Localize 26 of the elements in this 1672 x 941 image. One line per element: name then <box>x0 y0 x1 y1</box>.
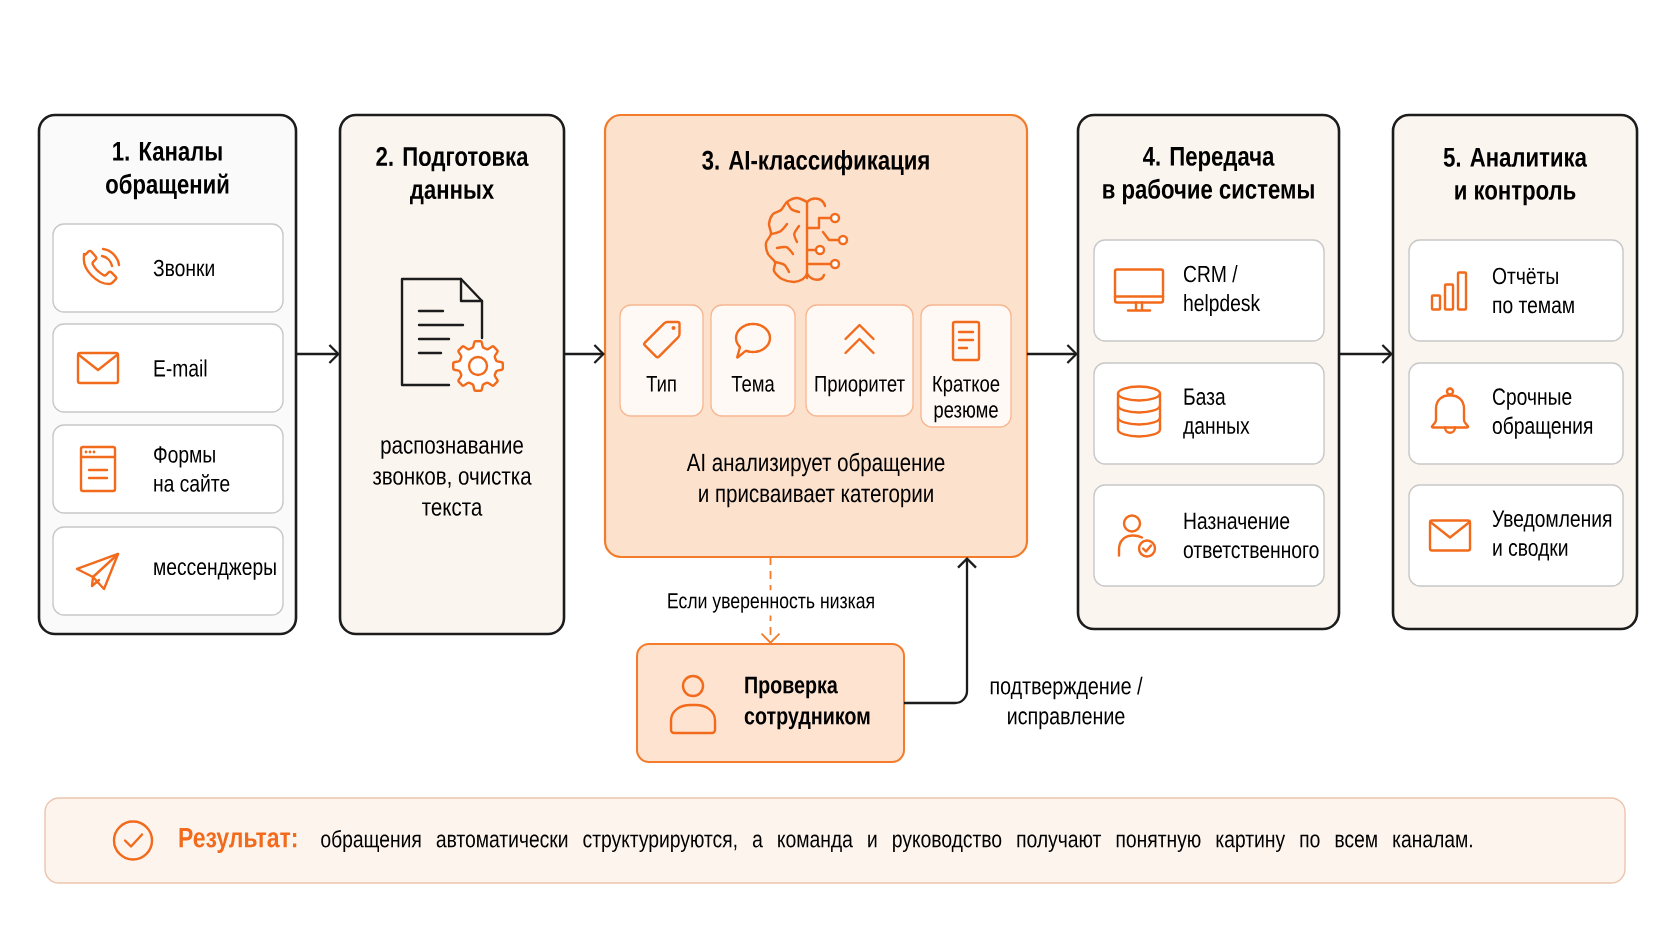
arrow <box>564 344 605 364</box>
dashed-arrow <box>760 556 781 644</box>
arrow <box>296 344 340 364</box>
arrow <box>904 557 977 705</box>
category-card: Приоритет <box>805 304 914 417</box>
card: мессенджеры <box>52 526 284 616</box>
result-banner: Результат: обращения автоматически структурируются, а команда и руководство получают понятную картину по всем каналам. <box>44 797 1626 884</box>
arrow <box>1339 344 1393 364</box>
category-card: Тема <box>710 304 796 417</box>
card: Назначение ответственного <box>1093 484 1325 587</box>
edge-label: подтверждение / исправление <box>990 676 1143 730</box>
card: CRM / helpdesk <box>1093 239 1325 342</box>
edge-label: Если уверенность низкая <box>663 590 879 616</box>
card: Звонки <box>52 223 284 313</box>
arrow <box>1027 344 1078 364</box>
card: Формы на сайте <box>52 424 284 514</box>
category-card: Краткое резюме <box>920 304 1012 428</box>
card: Уведомления и сводки <box>1408 484 1624 587</box>
category-card: Тип <box>619 304 704 417</box>
card: База данных <box>1093 362 1325 465</box>
review-box: Проверка сотрудником <box>636 643 905 763</box>
description-text: распознавание звонков, очистка текста <box>372 440 532 516</box>
description-text: AI анализирует обращение и присваивает категории <box>686 452 945 508</box>
card: E-mail <box>52 323 284 413</box>
card: Срочные обращения <box>1408 362 1624 465</box>
card: Отчёты по темам <box>1408 239 1624 342</box>
